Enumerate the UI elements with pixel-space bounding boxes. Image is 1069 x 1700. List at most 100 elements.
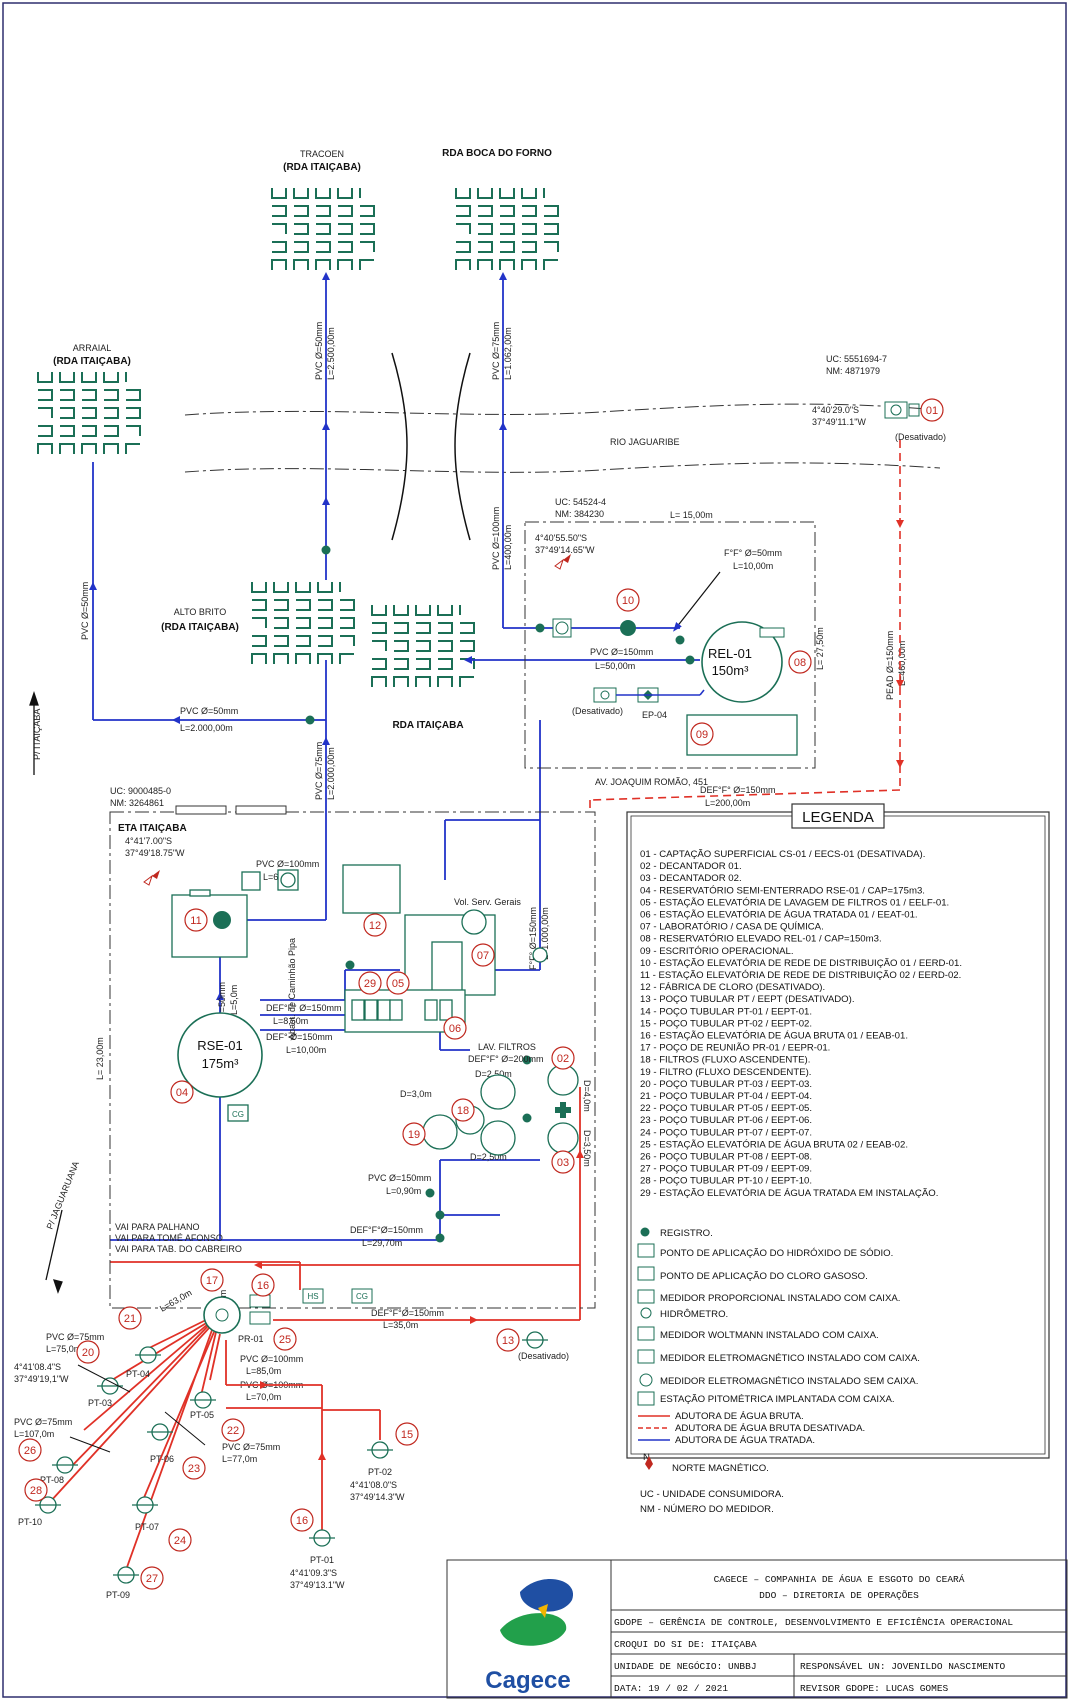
svg-text:L=35,0m: L=35,0m [383,1320,418,1330]
svg-text:07: 07 [477,950,489,962]
legend-item: 15 - POÇO TUBULAR PT-02 / EEPT-02. [640,1018,812,1029]
svg-text:18: 18 [457,1105,469,1117]
svg-text:L=29,70m: L=29,70m [362,1238,402,1248]
legend-item: 08 - RESERVATÓRIO ELEVADO REL-01 / CAP=1… [640,934,882,945]
svg-text:PVC Ø=75mm: PVC Ø=75mm [491,322,501,380]
svg-text:29: 29 [364,978,376,990]
unit-marker-01: 01 [920,398,944,422]
svg-text:DEF°F°Ø=150mm: DEF°F°Ø=150mm [371,1308,444,1318]
svg-text:REGISTRO.: REGISTRO. [660,1228,713,1239]
legend-item: 02 - DECANTADOR 01. [640,861,742,872]
unit-marker-10: 10 [616,588,640,612]
svg-text:PVC Ø=100mm: PVC Ø=100mm [240,1354,303,1364]
escritorio [686,714,798,756]
raw-water-arrows [254,1150,584,1460]
svg-text:PVC Ø=75mm: PVC Ø=75mm [46,1332,104,1342]
unit-marker-25: 25 [273,1327,297,1351]
svg-text:PT-03: PT-03 [88,1398,112,1408]
river-label: RIO JAGUARIBE [610,437,680,447]
svg-text:GDOPE – GERÊNCIA DE CONTROLE: GDOPE – GERÊNCIA DE CONTROLE, DESENVOLVI… [614,1617,1013,1628]
svg-text:AV. JOAQUIM ROMÃO, 451: AV. JOAQUIM ROMÃO, 451 [595,777,708,787]
legend-item: 05 - ESTAÇÃO ELEVATÓRIA DE LAVAGEM DE FI… [640,897,949,908]
svg-text:HIDRÔMETRO.: HIDRÔMETRO. [660,1309,728,1320]
svg-text:37°49'14.3"W: 37°49'14.3"W [350,1492,405,1502]
svg-text:(Desativado): (Desativado) [895,432,946,442]
capture-01: UC: 5551694-7 NM: 4871979 4°40'29.0"S 37… [812,354,946,442]
legend-item: 21 - POÇO TUBULAR PT-04 / EEPT-04. [640,1091,812,1102]
svg-text:UC - UNIDADE CONSUMIDORA.: UC - UNIDADE CONSUMIDORA. [640,1489,784,1500]
legend-item: 06 - ESTAÇÃO ELEVATÓRIA DE ÁGUA TRATADA … [640,910,918,921]
legend-item: 19 - FILTRO (FLUXO DESCENDENTE). [640,1067,811,1078]
svg-text:10: 10 [622,595,634,607]
legend-item: 25 - ESTAÇÃO ELEVATÓRIA DE ÁGUA BRUTA 02… [640,1139,908,1150]
svg-text:RDA BOCA DO FORNO: RDA BOCA DO FORNO [442,148,552,159]
svg-text:PVC Ø=150mm: PVC Ø=150mm [368,1173,431,1183]
svg-text:PT-05: PT-05 [190,1410,214,1420]
svg-text:DEF°F° Ø=150mm: DEF°F° Ø=150mm [266,1003,341,1013]
svg-text:L=2.000,00m: L=2.000,00m [180,723,233,733]
svg-text:4°41'08.0"S: 4°41'08.0"S [350,1480,397,1490]
svg-text:PVC Ø=100mm: PVC Ø=100mm [256,859,319,869]
svg-text:ADUTORA DE ÁGUA TRATADA.: ADUTORA DE ÁGUA TRATADA. [675,1435,815,1446]
rse-01-tank: RSE-01 175m³ [177,1012,263,1098]
eta-gate-2 [235,805,287,815]
legend-woltmann-icon [637,1326,655,1341]
title-block [446,1559,1068,1699]
svg-text:16: 16 [257,1280,269,1292]
svg-text:20: 20 [82,1347,94,1359]
svg-text:(RDA ITAIÇABA): (RDA ITAIÇABA) [53,356,131,367]
legend-item: 14 - POÇO TUBULAR PT-01 / EEPT-01. [640,1006,812,1017]
svg-text:CG: CG [356,1292,368,1301]
svg-text:MEDIDOR ELETROMAGNÉTICO INSTAL: MEDIDOR ELETROMAGNÉTICO INSTALADO COM CA… [660,1353,920,1364]
svg-text:PT-09: PT-09 [106,1590,130,1600]
svg-text:05: 05 [392,978,404,990]
svg-text:06: 06 [449,1023,461,1035]
svg-text:26: 26 [24,1445,36,1457]
eta-enclosure [109,811,596,1309]
svg-text:PVC Ø=100mm: PVC Ø=100mm [491,507,501,570]
cagece-logo: Cagece [485,1578,574,1694]
wells: (Desativado) PT-02 4°41'08.0"S 37°49'14.… [14,1331,569,1600]
svg-text:01: 01 [926,405,938,417]
svg-text:PVC Ø=75mm: PVC Ø=75mm [314,742,324,800]
unit-marker-07: 07 [471,943,495,967]
svg-text:13: 13 [502,1335,514,1347]
unit-marker-09: 09 [690,722,714,746]
svg-text:L=460,00m: L=460,00m [897,641,907,686]
legend-item: 18 - FILTROS (FLUXO ASCENDENTE). [640,1055,810,1066]
raw-water-network [49,1087,581,1571]
svg-text:L=10,00m: L=10,00m [286,1045,326,1055]
svg-text:L=2.000,00m: L=2.000,00m [326,747,336,800]
unit-marker-23: 23 [182,1456,206,1480]
unit-marker-16b: 16 [290,1508,314,1532]
svg-text:PT-08: PT-08 [40,1475,64,1485]
svg-text:12: 12 [369,920,381,932]
svg-text:L=2.500,00m: L=2.500,00m [326,327,336,380]
legend-cg-icon [637,1266,655,1281]
svg-text:19: 19 [408,1129,420,1141]
north-arrow-2 [143,870,160,886]
svg-text:Abast. de Caminhão Pipa: Abast. de Caminhão Pipa [287,938,297,1040]
svg-text:Vol. Serv. Gerais: Vol. Serv. Gerais [454,897,521,907]
svg-text:RESPONSÁVEL UN: JOVENILDO NASC: RESPONSÁVEL UN: JOVENILDO NASCIMENTO [800,1661,1006,1672]
legend-item: 12 - FÁBRICA DE CLORO (DESATIVADO). [640,982,825,993]
svg-text:RSE-01: RSE-01 [197,1038,243,1053]
legend-item: 07 - LABORATÓRIO / CASA DE QUÍMICA. [640,922,824,933]
unit-marker-22: 22 [221,1418,245,1442]
legend-item: 24 - POÇO TUBULAR PT-07 / EEPT-07. [640,1127,812,1138]
legend-item: 26 - POÇO TUBULAR PT-08 / EEPT-08. [640,1152,812,1163]
svg-text:L=107,0m: L=107,0m [14,1429,54,1439]
svg-text:21: 21 [124,1313,136,1325]
svg-text:L=77,0m: L=77,0m [222,1454,257,1464]
svg-text:37°49'18.75"W: 37°49'18.75"W [125,848,185,858]
svg-text:DATA: 19 / 02 / 2021: DATA: 19 / 02 / 2021 [614,1683,728,1694]
legend-eletro-caixa-icon [637,1349,655,1364]
svg-text:(RDA ITAIÇABA): (RDA ITAIÇABA) [283,162,361,173]
svg-text:L=75,0m: L=75,0m [46,1344,81,1354]
unit-marker-05: 05 [386,971,410,995]
svg-text:PR-01: PR-01 [238,1334,264,1344]
legend-item: 20 - POÇO TUBULAR PT-03 / EEPT-03. [640,1079,812,1090]
svg-text:DEF°F° Ø=200mm: DEF°F° Ø=200mm [468,1054,543,1064]
svg-text:MEDIDOR PROPORCIONAL INSTALADO: MEDIDOR PROPORCIONAL INSTALADO COM CAIXA… [660,1293,900,1304]
legend-item: 27 - POÇO TUBULAR PT-09 / EEPT-09. [640,1164,812,1175]
